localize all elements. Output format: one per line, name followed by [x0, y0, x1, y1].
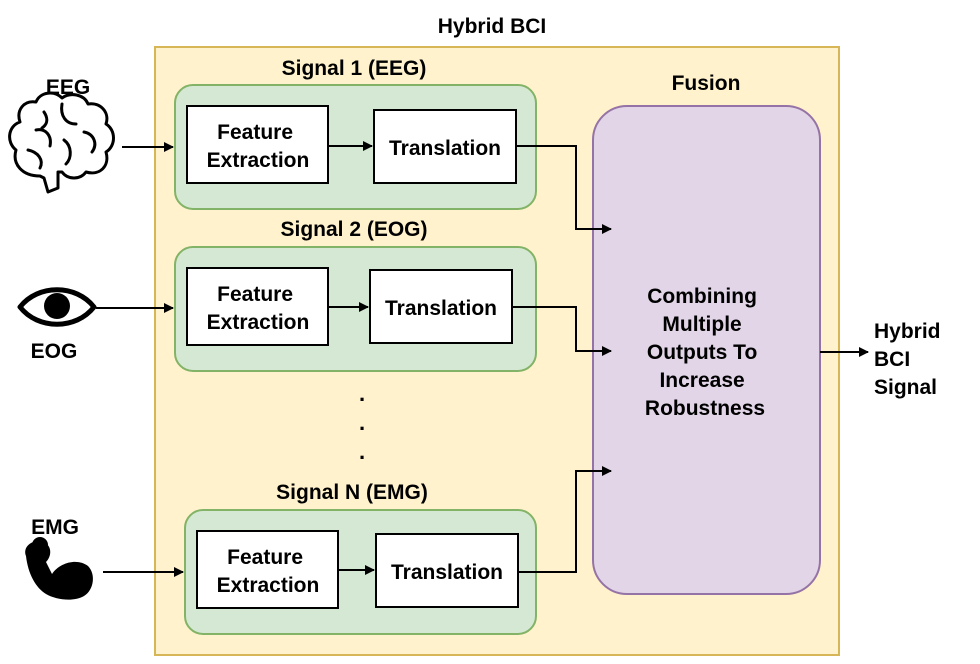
signal-n-title: Signal N (EMG): [276, 481, 428, 504]
fusion-title: Fusion: [672, 72, 741, 95]
signal-n-translation-box: [375, 533, 519, 608]
signal-2-feature-extraction-box: [186, 267, 329, 346]
eye-icon: [17, 287, 97, 327]
fusion-description: Combining Multiple Outputs To Increase R…: [645, 285, 765, 420]
signal-1-feature-extraction-label: Feature Extraction: [207, 121, 310, 172]
ellipsis: . . .: [359, 381, 365, 464]
svg-text:.: .: [359, 410, 365, 435]
arrow-s1-to-fusion: [516, 145, 612, 234]
arrow-sn-to-fusion: [518, 466, 612, 573]
signal-1-title: Signal 1 (EEG): [282, 57, 427, 80]
signal-n-translation-label: Translation: [391, 561, 503, 584]
output-label: Hybrid BCI Signal: [874, 320, 946, 399]
signal-1-translation-box: [373, 109, 517, 184]
signal-1-feature-extraction-box: [186, 105, 329, 184]
signal-2-translation-label: Translation: [385, 297, 497, 320]
signal-2-title: Signal 2 (EOG): [280, 218, 427, 241]
signal-2-feature-extraction-label: Feature Extraction: [207, 283, 310, 334]
signal-n-feature-extraction-box: [196, 530, 339, 609]
svg-text:.: .: [359, 381, 365, 406]
diagram-title: Hybrid BCI: [438, 15, 547, 38]
signal-1-translation-label: Translation: [389, 137, 501, 160]
svg-text:.: .: [359, 439, 365, 464]
signal-n-feature-extraction-label: Feature Extraction: [217, 546, 320, 597]
arrow-s2-to-fusion: [512, 306, 612, 356]
brain-icon: [8, 91, 115, 194]
signal-2-translation-box: [369, 269, 513, 344]
flexed-arm-icon: [25, 537, 93, 600]
emg-label: EMG: [31, 516, 79, 539]
eog-label: EOG: [31, 340, 78, 363]
